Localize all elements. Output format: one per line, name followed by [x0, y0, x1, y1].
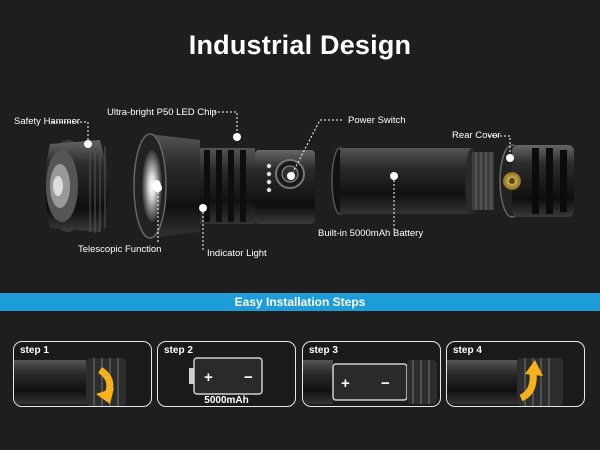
step-4-card: step 4 — [446, 341, 585, 407]
label-rear-cover: Rear Cover — [452, 130, 501, 141]
curved-arrow-down-icon — [96, 367, 114, 404]
step-1-illustration — [14, 358, 126, 406]
step-4-illustration — [447, 358, 563, 406]
step-1-card: step 1 — [13, 341, 152, 407]
flashlight-diagram — [45, 111, 574, 250]
svg-text:−: − — [244, 369, 253, 386]
page-title: Industrial Design — [188, 30, 412, 60]
svg-text:−: − — [381, 375, 390, 392]
battery-icon: + − — [189, 357, 263, 395]
lamp-head-part — [133, 133, 255, 239]
step-4-label: step 4 — [453, 345, 482, 356]
step-2-illustration: + − — [189, 357, 263, 395]
step-3-card: + − step 3 — [302, 341, 441, 407]
label-power-switch: Power Switch — [348, 115, 406, 126]
battery-capacity: 5000mAh — [204, 395, 249, 406]
curved-arrow-up-icon — [519, 360, 543, 402]
label-indicator-light: Indicator Light — [207, 248, 267, 259]
svg-text:+: + — [204, 369, 213, 386]
label-battery: Built-in 5000mAh Battery — [318, 228, 424, 239]
head-cap-part — [45, 140, 112, 233]
rear-cover-part — [499, 144, 574, 218]
body-switch-part — [255, 150, 315, 224]
svg-text:+: + — [341, 375, 350, 392]
label-led-chip: Ultra-bright P50 LED Chip — [107, 107, 217, 118]
label-safety-hammer: Safety Hammer — [14, 116, 80, 127]
step-2-card: + − step 2 5000mAh — [157, 341, 296, 407]
step-2-label: step 2 — [164, 345, 193, 356]
step-3-label: step 3 — [309, 345, 338, 356]
step-1-label: step 1 — [20, 345, 49, 356]
leader-lines — [52, 111, 511, 250]
step-3-illustration: + − — [303, 360, 437, 404]
installation-banner: Easy Installation Steps — [0, 293, 600, 311]
battery-tube-part — [331, 147, 494, 215]
label-telescopic: Telescopic Function — [78, 244, 162, 255]
